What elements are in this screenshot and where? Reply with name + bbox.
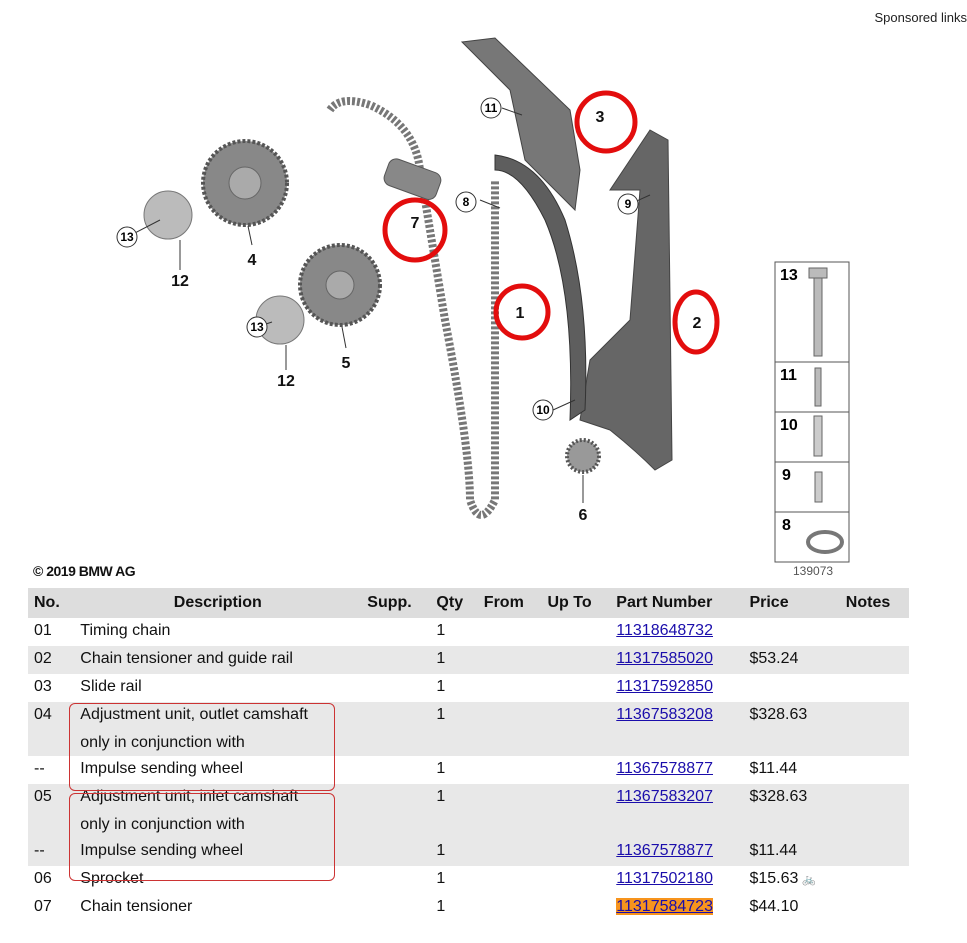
col-from: From <box>477 588 542 618</box>
svg-text:8: 8 <box>463 195 470 209</box>
table-header-row: No. Description Supp. Qty From Up To Par… <box>28 588 909 618</box>
top-rail <box>460 37 581 212</box>
table-row: 02 Chain tensioner and guide rail 1 1131… <box>28 646 909 674</box>
part-number-link[interactable]: 11367578877 <box>616 760 713 777</box>
part-number-link-highlighted[interactable]: 11317584723 <box>616 898 713 915</box>
impulse-wheel-upper <box>143 190 193 240</box>
part-number-link[interactable]: 11317592850 <box>616 678 713 695</box>
sponsored-links-label: Sponsored links <box>874 10 967 25</box>
table-row: 06 Sprocket 1 11317502180 $15.63🚲 <box>34 870 817 887</box>
col-price: Price <box>743 588 840 618</box>
table-row: -- Impulse sending wheel 1 11367578877 $… <box>34 760 798 777</box>
svg-text:10: 10 <box>780 417 798 434</box>
svg-text:12: 12 <box>171 273 189 290</box>
svg-text:6: 6 <box>579 507 588 524</box>
copyright-label: © 2019 BMW AG <box>33 563 136 579</box>
svg-text:7: 7 <box>411 215 420 232</box>
col-no: No. <box>28 588 75 618</box>
guide-rail <box>579 129 673 471</box>
table-row: 01 Timing chain 1 11318648732 <box>34 622 713 639</box>
timing-chain <box>326 97 500 519</box>
table-row: 07 Chain tensioner 1 11317584723 $44.10 <box>34 898 799 915</box>
col-notes: Notes <box>839 588 909 618</box>
highlight-circle-2 <box>672 289 720 355</box>
part-number-link[interactable]: 11317502180 <box>616 870 713 887</box>
col-qty: Qty <box>430 588 478 618</box>
part-number-link[interactable]: 11367583207 <box>616 788 713 805</box>
svg-text:5: 5 <box>342 355 351 372</box>
slide-rail <box>494 154 587 421</box>
svg-text:13: 13 <box>120 230 134 244</box>
sprocket <box>565 438 601 474</box>
col-upto: Up To <box>541 588 611 618</box>
figure-number: 139073 <box>793 564 834 578</box>
col-part-number: Part Number <box>610 588 744 618</box>
bike-icon[interactable]: 🚲 <box>802 874 817 886</box>
svg-text:13: 13 <box>780 267 798 284</box>
col-supp: Supp. <box>361 588 431 618</box>
part-number-link[interactable]: 11367583208 <box>616 706 713 723</box>
svg-text:2: 2 <box>693 315 702 332</box>
col-description: Description <box>74 588 362 618</box>
svg-text:11: 11 <box>485 101 498 115</box>
highlight-circle-3 <box>574 90 638 154</box>
parts-diagram: 1 2 3 4 5 6 7 12 12 13 13 8 9 10 11 13 1… <box>116 37 850 563</box>
svg-text:10: 10 <box>536 403 550 417</box>
chain-tensioner <box>383 158 442 200</box>
table-row: 03 Slide rail 1 11317592850 <box>34 678 713 695</box>
svg-text:8: 8 <box>782 517 791 534</box>
table-row: -- Impulse sending wheel 1 11367578877 $… <box>28 838 909 866</box>
part-number-link[interactable]: 11367578877 <box>616 842 713 859</box>
svg-text:1: 1 <box>516 305 525 322</box>
part-number-link[interactable]: 11317585020 <box>616 650 713 667</box>
svg-text:11: 11 <box>780 367 797 384</box>
svg-text:12: 12 <box>277 373 295 390</box>
svg-text:4: 4 <box>248 252 257 269</box>
svg-text:9: 9 <box>782 467 791 484</box>
highlight-circle-1 <box>493 283 551 341</box>
highlight-circle-7 <box>382 197 448 263</box>
svg-text:13: 13 <box>250 320 264 334</box>
svg-text:3: 3 <box>596 109 605 126</box>
part-number-link[interactable]: 11318648732 <box>616 622 713 639</box>
parts-table: No. Description Supp. Qty From Up To Par… <box>28 588 909 922</box>
hardware-legend: 13 11 10 9 8 <box>774 261 850 563</box>
svg-text:9: 9 <box>625 197 632 211</box>
